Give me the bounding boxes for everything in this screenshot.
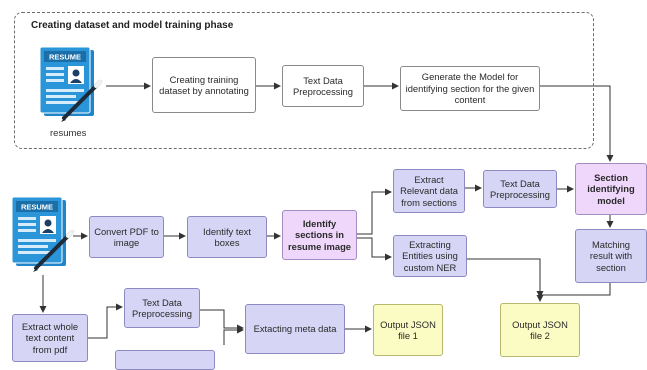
node-text-preprocessing-mid-label: Text Data Preprocessing [490,177,550,200]
node-extracting-meta-data-label: Extacting meta data [253,323,337,335]
node-matching-result-label: Matching result with section [589,238,633,273]
node-convert-pdf-label: Convert PDF to image [94,225,159,248]
connector-arrows [39,82,614,345]
node-extracting-entities: Extracting Entities using custom NER [393,235,467,277]
node-extracting-meta-data: Extacting meta data [245,304,345,354]
resumes-label: resumes [50,128,87,139]
training-phase-title: Creating dataset and model training phas… [31,20,234,31]
arrow-entities-to-output2 [467,258,544,298]
resume-icon-text-2: RESUME [21,203,53,212]
node-text-preprocessing-top: Text Data Preprocessing [282,65,364,107]
resume-icon-text: RESUME [49,53,81,62]
node-output-json-2-label: Output JSON file 2 [512,318,568,341]
node-identify-sections-label: Identify sections in resume image [287,217,352,252]
node-extracting-entities-label: Extracting Entities using custom NER [402,238,458,273]
node-identify-sections: Identify sections in resume image [282,210,357,260]
node-section-identifying-model-label: Section identifying model [587,171,635,206]
node-matching-result: Matching result with section [575,229,647,283]
resume-document-icon-2: RESUME [11,196,74,272]
arrow-matching-to-output2 [536,283,611,302]
node-output-json-1-label: Output JSON file 1 [380,318,436,341]
node-text-preprocessing-bottom-label: Text Data Preprocessing [132,296,192,319]
node-extract-relevant-data-label: Extract Relevant data from sections [400,173,458,208]
node-extract-relevant-data: Extract Relevant data from sections [393,169,465,213]
node-generate-model-label: Generate the Model for identifying secti… [405,71,535,106]
node-output-json-1: Output JSON file 1 [373,304,443,356]
arrow-sections-to-entities [357,237,392,261]
node-create-training-dataset-label: Creating training dataset by annotating [159,73,249,96]
node-section-identifying-model: Section identifying model [575,163,647,215]
node-text-preprocessing-top-label: Text Data Preprocessing [293,74,353,97]
arrow-preprocess-to-meta [200,309,244,332]
node-generate-model: Generate the Model for identifying secti… [400,66,540,111]
node-identify-text-boxes-label: Identify text boxes [203,225,251,248]
resume-document-icon: RESUME [39,46,102,122]
arrow-sections-to-relevant [357,188,392,235]
node-convert-pdf: Convert PDF to image [89,216,164,258]
arrow-generate-to-model [540,85,614,162]
node-output-json-2: Output JSON file 2 [500,303,580,357]
node-create-training-dataset: Creating training dataset by annotating [152,57,256,113]
node-extract-whole-text: Extract whole text content from pdf [12,314,88,362]
arrow-extract-to-preprocess [88,303,123,339]
training-phase-container [14,12,594,149]
node-text-preprocessing-mid: Text Data Preprocessing [483,170,557,208]
node-extract-whole-text-label: Extract whole text content from pdf [21,320,79,355]
arrow-branch-to-meta [223,326,244,345]
node-unlabeled-bottom [115,350,215,370]
node-identify-text-boxes: Identify text boxes [187,216,267,258]
node-text-preprocessing-bottom: Text Data Preprocessing [124,288,200,328]
